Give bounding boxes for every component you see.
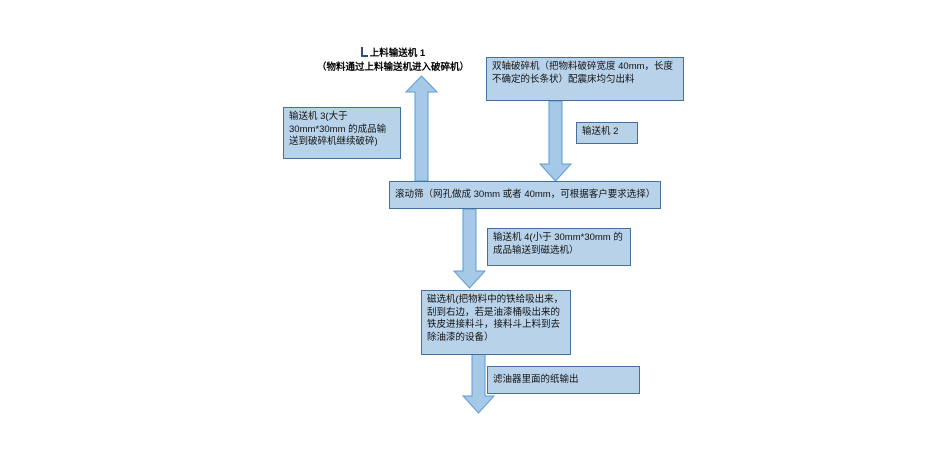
node-conveyor4-label: 输送机 4(小于 30mm*30mm 的成品输送到磁选机） — [493, 232, 623, 256]
node-conveyor4: 输送机 4(小于 30mm*30mm 的成品输送到磁选机） — [487, 228, 631, 266]
node-conveyor2: 输送机 2 — [576, 122, 638, 144]
node-conveyor3-label: 输送机 3(大于 30mm*30mm 的成品输送到破碎机继续破碎) — [289, 111, 387, 148]
flow-arrow-up-to-feeder-icon — [404, 75, 439, 182]
node-rolling-screen: 滚动筛（网孔做成 30mm 或者 40mm，可根据客户要求选择） — [389, 181, 661, 209]
node-shredder-label: 双轴破碎机（把物料破碎宽度 40mm，长度不确定的长条状）配震床均匀出料 — [492, 61, 674, 85]
node-shredder: 双轴破碎机（把物料破碎宽度 40mm，长度不确定的长条状）配震床均匀出料 — [486, 57, 684, 101]
node-magnetic-separator: 磁选机(把物料中的铁给吸出来，刮到右边，若是油漆桶吸出来的铁皮进接料斗，接料斗上… — [421, 290, 571, 355]
node-oil-filter-output-label: 滤油器里面的纸输出 — [493, 373, 579, 385]
node-oil-filter-output: 滤油器里面的纸输出 — [487, 366, 640, 394]
node-magnetic-separator-label: 磁选机(把物料中的铁给吸出来，刮到右边，若是油漆桶吸出来的铁皮进接料斗，接料斗上… — [427, 294, 564, 343]
anchor-icon — [360, 47, 368, 57]
flow-arrow-shredder-to-screen-icon — [538, 100, 573, 182]
node-conveyor3: 输送机 3(大于 30mm*30mm 的成品输送到破碎机继续破碎) — [283, 107, 401, 159]
flow-arrow-screen-to-magnet-icon — [452, 208, 487, 289]
node-rolling-screen-label: 滚动筛（网孔做成 30mm 或者 40mm，可根据客户要求选择） — [395, 188, 656, 200]
flow-title-line1: 上料输送机 1 — [308, 47, 478, 61]
node-conveyor2-label: 输送机 2 — [582, 126, 619, 137]
flow-title-line1-text: 上料输送机 1 — [369, 48, 426, 59]
flow-title: 上料输送机 1 （物料通过上料输送机进入破碎机） — [308, 47, 478, 75]
flow-title-line2: （物料通过上料输送机进入破碎机） — [316, 61, 469, 73]
